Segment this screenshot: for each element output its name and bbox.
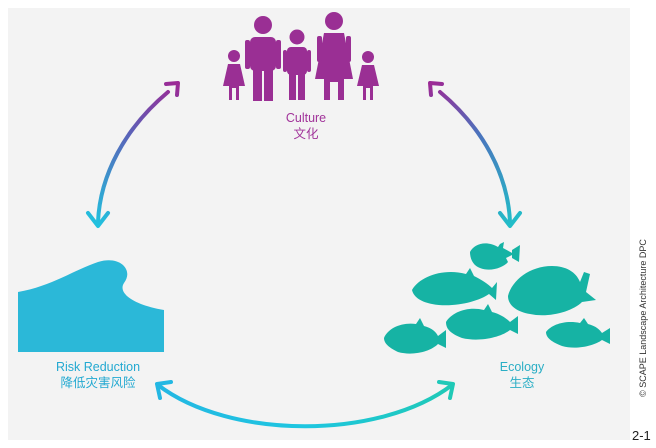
ecology-label: Ecology 生态 <box>462 359 582 391</box>
culture-label-zh: 文化 <box>293 127 319 141</box>
ecology-label-zh: 生态 <box>509 376 535 390</box>
culture-label-en: Culture <box>285 111 327 125</box>
figure-number: 2-1 <box>632 428 651 443</box>
ecology-label-en: Ecology <box>499 360 545 374</box>
arrow-culture-ecology <box>428 81 522 228</box>
risk-reduction-label-en: Risk Reduction <box>55 360 141 374</box>
risk-reduction-label-zh: 降低灾害风险 <box>60 376 136 390</box>
diagram-panel <box>8 8 630 440</box>
wave-icon <box>18 260 164 352</box>
risk-reduction-label: Risk Reduction 降低灾害风险 <box>28 359 168 391</box>
fish-school-icon <box>384 242 610 354</box>
arrow-culture-risk <box>86 81 180 228</box>
family-people-icon <box>223 12 379 101</box>
image-credit: © SCAPE Landscape Architecture DPC <box>638 239 648 397</box>
arrow-risk-ecology <box>155 380 455 429</box>
culture-label: Culture 文化 <box>240 110 372 142</box>
